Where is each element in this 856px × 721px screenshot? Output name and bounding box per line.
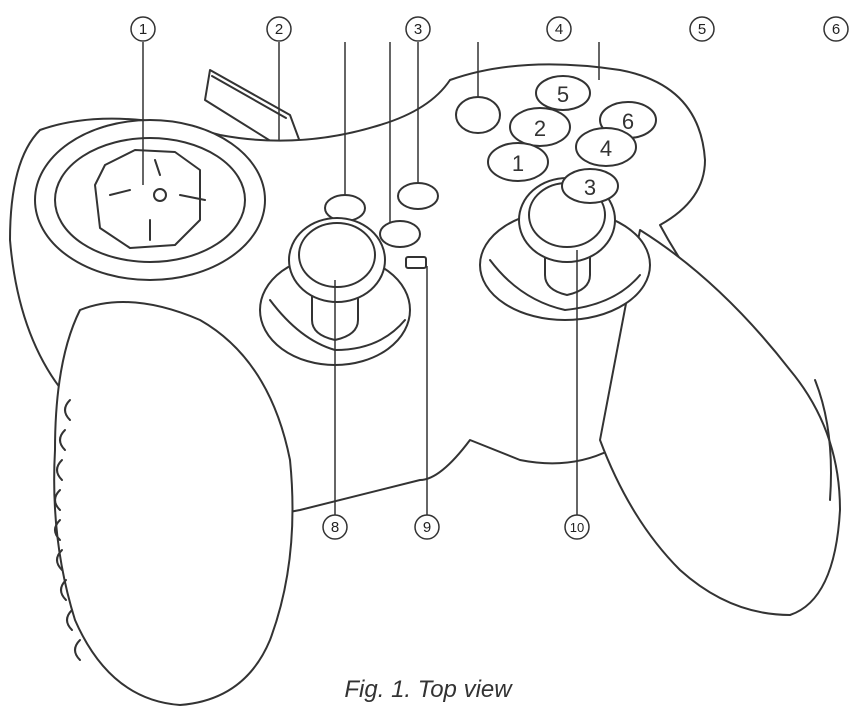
svg-text:8: 8 [331, 519, 339, 536]
center-button-lower[interactable] [379, 220, 421, 248]
callout-5: 5 [689, 16, 715, 42]
action-button-3[interactable]: 3 [561, 168, 619, 204]
action-button-5[interactable]: 5 [535, 75, 591, 111]
right-grip [599, 229, 841, 616]
led-indicator [405, 256, 427, 269]
action-button-2[interactable]: 2 [509, 107, 571, 147]
dpad[interactable] [34, 119, 266, 281]
action-button-1[interactable]: 1 [487, 142, 549, 182]
svg-text:1: 1 [139, 21, 147, 38]
action-button-5-label: 5 [557, 82, 569, 107]
action-button-4-label: 4 [600, 136, 612, 161]
svg-text:10: 10 [570, 520, 584, 535]
svg-text:9: 9 [423, 519, 431, 536]
svg-text:5: 5 [698, 21, 706, 38]
figure-caption: Fig. 1. Top view [344, 676, 512, 703]
svg-text:2: 2 [275, 21, 283, 38]
svg-text:6: 6 [832, 21, 840, 38]
grip-ribs [54, 399, 81, 661]
callout-8: 8 [322, 514, 348, 540]
callout-9: 9 [414, 514, 440, 540]
callout-1: 1 [130, 16, 156, 42]
callout-2: 2 [266, 16, 292, 42]
callout-6: 6 [823, 16, 849, 42]
action-button-6-label: 6 [622, 109, 634, 134]
svg-text:3: 3 [414, 21, 422, 38]
action-button-2-label: 2 [534, 116, 546, 141]
center-button-right[interactable] [397, 182, 439, 210]
action-button-4[interactable]: 4 [575, 127, 637, 167]
center-button-left[interactable] [324, 194, 366, 222]
callout-10: 10 [564, 514, 590, 540]
leader-lines [142, 42, 600, 515]
mode-button[interactable] [455, 96, 501, 134]
callout-3: 3 [405, 16, 431, 42]
action-button-1-label: 1 [512, 151, 524, 176]
left-grip [53, 301, 294, 706]
callout-4: 4 [546, 16, 572, 42]
svg-text:4: 4 [555, 21, 563, 38]
action-button-3-label: 3 [584, 175, 596, 200]
